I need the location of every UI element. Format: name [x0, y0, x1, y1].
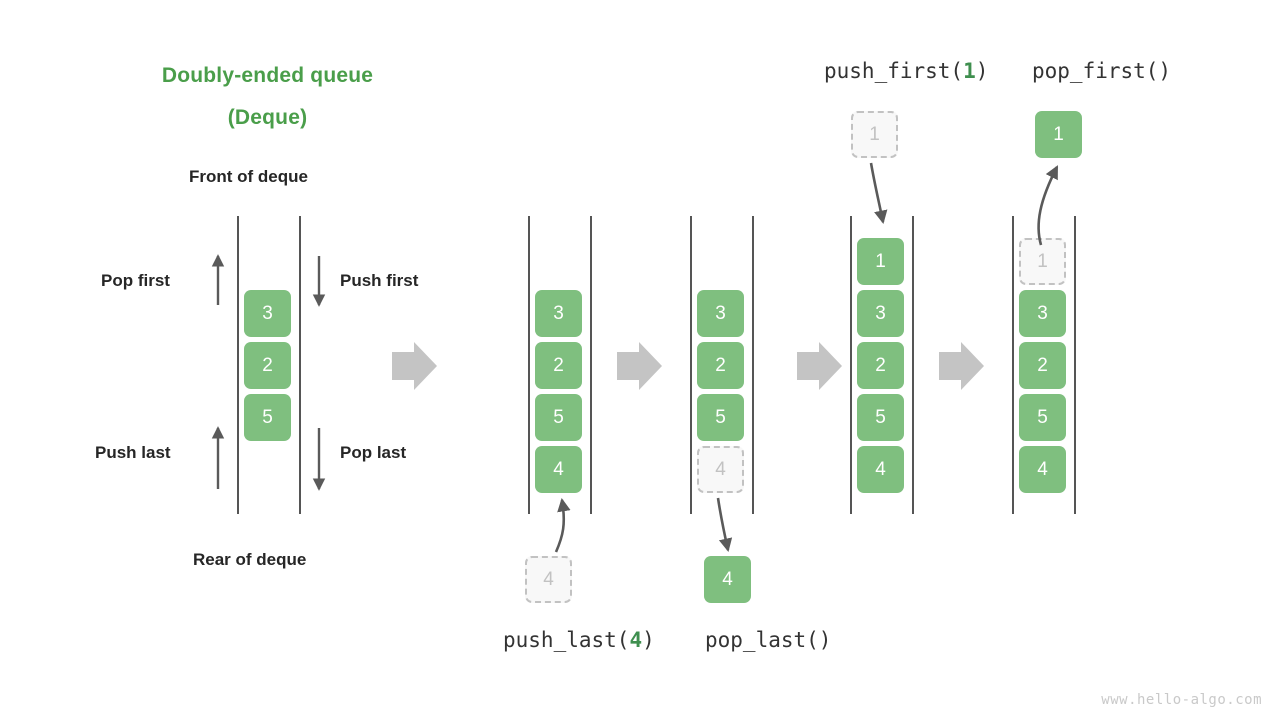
external-cell-pop-first: 1: [1035, 111, 1082, 158]
arrow-pop-last-curve: [716, 497, 733, 553]
block-arrow-3: [797, 342, 842, 390]
deque-panel-push-first-result: 1 3 2 5 4: [857, 238, 904, 493]
external-cell: 1: [851, 111, 898, 158]
deque-cell: 4: [1019, 446, 1066, 493]
arrow-pop-first-curve: [1037, 165, 1059, 246]
block-arrow-1: [392, 342, 437, 390]
deque-cell: 1: [857, 238, 904, 285]
rail-right-panel-3: [752, 216, 754, 514]
external-cell: 4: [704, 556, 751, 603]
op-label-pop-first: pop_first(): [1032, 59, 1171, 83]
op-push-last-close: ): [642, 628, 655, 652]
op-pop-first-name: pop_first(): [1032, 59, 1172, 83]
deque-cell: 3: [1019, 290, 1066, 337]
rail-right-panel-1: [299, 216, 301, 514]
front-of-deque-label: Front of deque: [189, 167, 308, 186]
rail-left-panel-5: [1012, 216, 1014, 514]
deque-cell: 5: [697, 394, 744, 441]
op-push-last-name: push_last(: [503, 628, 630, 652]
external-cell: 1: [1035, 111, 1082, 158]
pop-last-label: Pop last: [340, 443, 407, 462]
watermark: www.hello-algo.com: [1101, 692, 1262, 708]
external-cell-push-last: 4: [525, 556, 572, 603]
deque-panel-initial: 3 2 5: [244, 290, 291, 441]
pop-first-label: Pop first: [101, 271, 170, 290]
rail-left-panel-1: [237, 216, 239, 514]
block-arrow-2: [617, 342, 662, 390]
op-push-last-arg: 4: [629, 628, 643, 652]
deque-cell: 2: [244, 342, 291, 389]
external-cell-push-first: 1: [851, 111, 898, 158]
push-first-label: Push first: [340, 271, 419, 290]
op-label-push-first: push_first(1): [824, 59, 988, 83]
deque-cell: 4: [857, 446, 904, 493]
rail-left-panel-3: [690, 216, 692, 514]
rail-left-panel-4: [850, 216, 852, 514]
deque-cell: 5: [857, 394, 904, 441]
deque-cell: 4: [535, 446, 582, 493]
rail-left-panel-2: [528, 216, 530, 514]
deque-panel-pop-last-result: 3 2 5 4: [697, 290, 744, 493]
rail-right-panel-2: [590, 216, 592, 514]
op-pop-last-name: pop_last(): [705, 628, 832, 652]
deque-cell: 3: [857, 290, 904, 337]
page-title: Doubly-ended queue (Deque): [0, 55, 535, 139]
title-line-2: (Deque): [227, 106, 308, 129]
op-push-first-close: ): [975, 59, 989, 83]
op-push-first-name: push_first(: [824, 59, 964, 83]
deque-cell: 2: [1019, 342, 1066, 389]
block-arrow-4: [939, 342, 984, 390]
external-cell-pop-last: 4: [704, 556, 751, 603]
title-line-1: Doubly-ended queue: [161, 64, 374, 87]
push-last-label: Push last: [95, 443, 171, 462]
deque-panel-pop-first-result: 1 3 2 5 4: [1019, 238, 1066, 493]
deque-cell: 5: [244, 394, 291, 441]
rail-right-panel-4: [912, 216, 914, 514]
deque-cell: 2: [535, 342, 582, 389]
rear-of-deque-label: Rear of deque: [193, 550, 307, 569]
deque-cell: 3: [244, 290, 291, 337]
deque-panel-push-last-result: 3 2 5 4: [535, 290, 582, 493]
arrow-push-last-curve: [554, 497, 571, 553]
deque-cell: 5: [535, 394, 582, 441]
deque-cell: 5: [1019, 394, 1066, 441]
op-label-pop-last: pop_last(): [705, 628, 831, 652]
arrow-push-first-curve: [869, 162, 888, 225]
deque-cell: 2: [697, 342, 744, 389]
deque-cell: 2: [857, 342, 904, 389]
op-push-first-arg: 1: [963, 59, 976, 83]
deque-cell: 1: [1019, 238, 1066, 285]
deque-cell: 4: [697, 446, 744, 493]
rail-right-panel-5: [1074, 216, 1076, 514]
op-label-push-last: push_last(4): [503, 628, 655, 652]
deque-cell: 3: [535, 290, 582, 337]
deque-cell: 3: [697, 290, 744, 337]
external-cell: 4: [525, 556, 572, 603]
